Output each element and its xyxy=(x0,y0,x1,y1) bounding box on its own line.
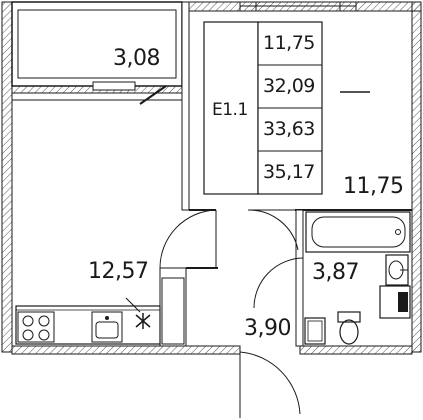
summary-value-3: 33,63 xyxy=(263,118,315,140)
room-area-bathroom: 3,87 xyxy=(312,260,359,285)
balcony xyxy=(11,1,183,105)
summary-table xyxy=(257,21,323,195)
summary-value-4: 35,17 xyxy=(263,161,315,183)
hall-wardrobe xyxy=(161,277,185,345)
summary-value-1: 11,75 xyxy=(263,32,315,54)
room-area-balcony: 3,08 xyxy=(113,46,160,71)
window-marks xyxy=(239,2,357,11)
kitchen-counter xyxy=(15,305,161,345)
interior-walls xyxy=(12,1,412,347)
stove xyxy=(17,311,55,343)
utility-shaft xyxy=(304,317,326,345)
kitchen-sink xyxy=(91,311,123,343)
room-area-bedroom: 11,75 xyxy=(343,174,404,199)
door-swings xyxy=(159,209,304,418)
room-area-kitchen-living: 12,57 xyxy=(88,259,149,284)
asterisk-mark xyxy=(125,297,151,329)
summary-value-2: 32,09 xyxy=(263,75,315,97)
apartment-code: Е1.1 xyxy=(212,100,248,120)
room-area-hall: 3,90 xyxy=(244,316,291,341)
bathroom-sink xyxy=(385,254,409,286)
washing-machine xyxy=(379,285,411,319)
bathtub xyxy=(305,211,411,253)
toilet xyxy=(337,311,361,345)
